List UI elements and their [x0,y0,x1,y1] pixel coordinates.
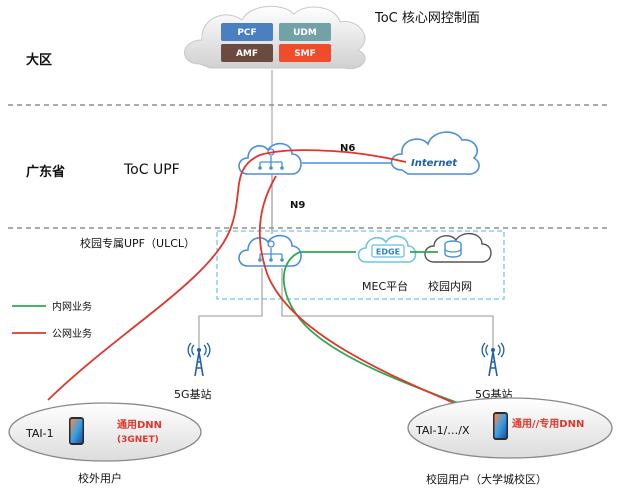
internet-label: Internet [411,158,458,169]
campus-tai: TAI-1/…/X [415,424,470,437]
campus-caption: 校园用户（大学城校区） [426,472,547,486]
red-offcampus-public-path [47,149,407,401]
campus-phone-icon [493,412,508,440]
mec-label: MEC平台 [362,279,408,293]
toc-upf-label: ToC UPF [123,162,180,178]
smf-label: SMF [294,49,316,59]
mec-edge-icon: EDGE [357,235,417,263]
campus-user-ellipse [407,397,613,459]
core-function-amf: AMF [221,44,273,62]
region-label-guangdong: 广东省 [26,164,65,180]
campus-network-icon [424,233,492,263]
udm-label: UDM [293,28,317,38]
upf-to-left-station-link [198,268,263,350]
toc-upf-icon [238,142,302,175]
core-function-udm: UDM [279,23,331,41]
off-campus-dnn-sub: (3GNET) [117,435,159,445]
red-campus-public-path [258,175,467,409]
legend-public-label: 公网业务 [52,327,92,340]
legend-intranet-label: 内网业务 [52,300,92,313]
upf-to-right-station-link [281,268,494,350]
core-control-plane-cloud [184,5,366,70]
region-label-daqu: 大区 [26,52,52,68]
n9-label: N9 [290,200,305,211]
legend: 内网业务 公网业务 [12,300,92,340]
base-station-left-label: 5G基站 [174,387,212,401]
off-campus-user-ellipse [8,402,202,462]
campus-dnn: 通用//专用DNN [512,417,584,430]
campus-upf-label: 校园专属UPF（ULCL） [80,236,195,250]
off-campus-tai: TAI-1 [25,427,54,440]
green-intranet-path [282,251,475,410]
pcf-label: PCF [237,28,256,38]
campus-network-label: 校园内网 [428,279,472,293]
campus-dashed-box [216,230,505,300]
edge-badge: EDGE [376,248,400,257]
core-function-pcf: PCF [221,23,273,41]
off-campus-phone-icon [69,417,84,445]
control-plane-title: ToC 核心网控制面 [374,11,480,26]
amf-label: AMF [236,49,258,59]
off-campus-caption: 校外用户 [78,471,122,485]
core-function-smf: SMF [279,44,331,62]
campus-upf-icon [238,234,302,267]
internet-cloud: Internet [390,131,480,175]
n6-label: N6 [340,143,355,154]
off-campus-dnn: 通用DNN [117,419,162,431]
